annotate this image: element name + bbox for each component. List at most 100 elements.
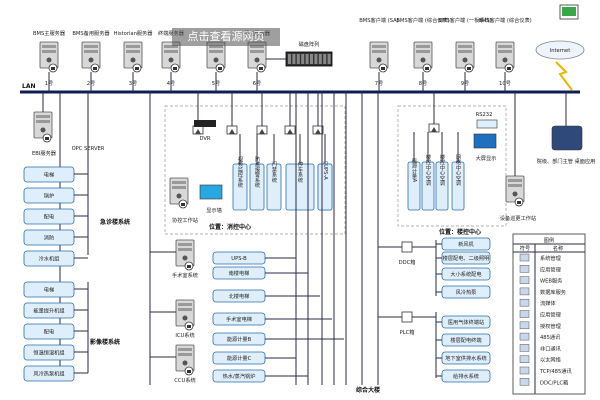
server-slot [250,45,264,48]
top-server [206,41,226,73]
field-controller [175,239,195,271]
disk-slot [327,54,331,64]
server-slot [416,50,430,53]
field-controller [175,344,195,376]
client-server-name: BMS客户端 (SA) [359,16,399,24]
top-server-name: BMS主服务器 [33,29,66,37]
server-slot [36,120,50,123]
server-slot [458,50,472,53]
legend-item-label: 授权管理 [540,322,562,330]
top-server [123,41,143,73]
server-fan [168,57,174,63]
lock-body-icon [218,67,222,70]
left-group2-item-label: 配电 [44,328,54,336]
monitor-screen-icon [562,7,576,16]
dvr-unit [194,120,216,127]
workstation-icon [169,177,189,209]
lock-body-icon [187,265,191,268]
server-fan [130,57,136,63]
server-slot [42,45,56,48]
plc-box-icon [401,311,413,323]
legend-symbol-icon [519,355,530,363]
fire-center-system-label: 防盗报警系统 [254,155,260,189]
legend-symbol-icon [519,310,530,318]
control-center-title: 位置：楼控中心 [439,228,481,236]
server-fan [254,57,260,63]
left-group2-item-label: 恒温恒湿机组 [33,349,64,357]
server-slot [508,179,522,182]
big-screen-icon [473,133,497,149]
rs-label: RS232 [476,112,493,118]
top-server-name: 终端服务器 [158,29,185,37]
right-top-item-label: 大小系统配电 [450,270,481,278]
client-server-name: BMS客户端 (一板系统) [438,16,491,24]
server-slot [164,50,178,53]
legend-symbol-icon [519,287,530,296]
top-server-name: Historian服务器 [114,29,154,37]
lock-body-icon [187,370,191,373]
server-slot [178,303,192,306]
lock-body-icon [507,67,511,70]
legend-header: 符号 [520,244,530,252]
top-server [247,41,267,73]
fire-center-system-label: 停车系统 [297,160,303,184]
legend-symbol-icon [519,265,530,273]
left-group1-item-label: 冷水机组 [39,255,60,263]
big-screen-label: 大屏显示 [476,154,497,162]
server-fan [182,255,188,261]
server-fan [213,57,219,63]
client-server-name: BMS客户端 (综合仪表) [396,16,449,24]
lock-body-icon [517,201,521,204]
server-slot [508,184,522,187]
server-fan [88,57,94,63]
network-switch-icon [315,129,321,134]
legend-title: 图例 [544,236,554,244]
control-center-zone [397,105,507,227]
top-server-name: BMS备用服务器 [72,29,110,37]
server-slot [84,45,98,48]
disk-slot [296,54,300,64]
server-fan [40,127,46,133]
watermark-overlay[interactable]: 点击查看源网页 [172,28,280,46]
lock-body-icon [93,67,97,70]
patrol-workstation-label: 设备巡更工作站 [500,214,536,222]
disk-slot [292,54,296,64]
top-server [81,41,101,73]
network-switch-icon [229,129,235,134]
field-controller-label: 手术室系统 [172,271,198,279]
ddc-label: DDC箱 [399,258,416,266]
left-group1-item-label: 配电 [44,213,54,221]
internet-cloud-icon [535,40,585,60]
middle-item-label: 手术室电梯 [226,315,252,323]
legend-item-label: 485通讯 [540,333,561,341]
server-fan [502,57,508,63]
client-server [455,41,475,73]
ebi-server-label: EBI服务器 [32,149,57,157]
lock-body-icon [467,67,471,70]
server-slot [209,50,223,53]
fire-center-system-label: UPS-A [322,164,328,180]
legend-symbol-icon [519,253,530,262]
server-fan [512,191,518,197]
server-slot [172,181,186,184]
server-fan [462,57,468,63]
disk-slot [318,54,322,64]
internet-label: Internet [550,48,571,54]
right-bottom-item-label: 地下室供排水系统 [445,354,487,362]
server-slot [372,50,386,53]
legend-item-label: 应用管理 [540,265,562,273]
lock-body-icon [51,67,55,70]
field-controller-label: ICU系统 [175,331,194,339]
server-fan [376,57,382,63]
left-group2-item-label: 电梯 [44,286,54,294]
server-slot [84,50,98,53]
fire-center-system-label: 门禁系统 [271,160,277,184]
left-group1-title: 急诊楼系统 [100,218,130,226]
lock-body-icon [135,67,139,70]
field-controller [175,299,195,331]
server-fan [182,360,188,366]
legend-symbol-icon [519,378,530,386]
left-group1-item-label: 锅炉 [44,192,54,200]
legend-item-label: TCP/485通讯 [539,367,572,375]
